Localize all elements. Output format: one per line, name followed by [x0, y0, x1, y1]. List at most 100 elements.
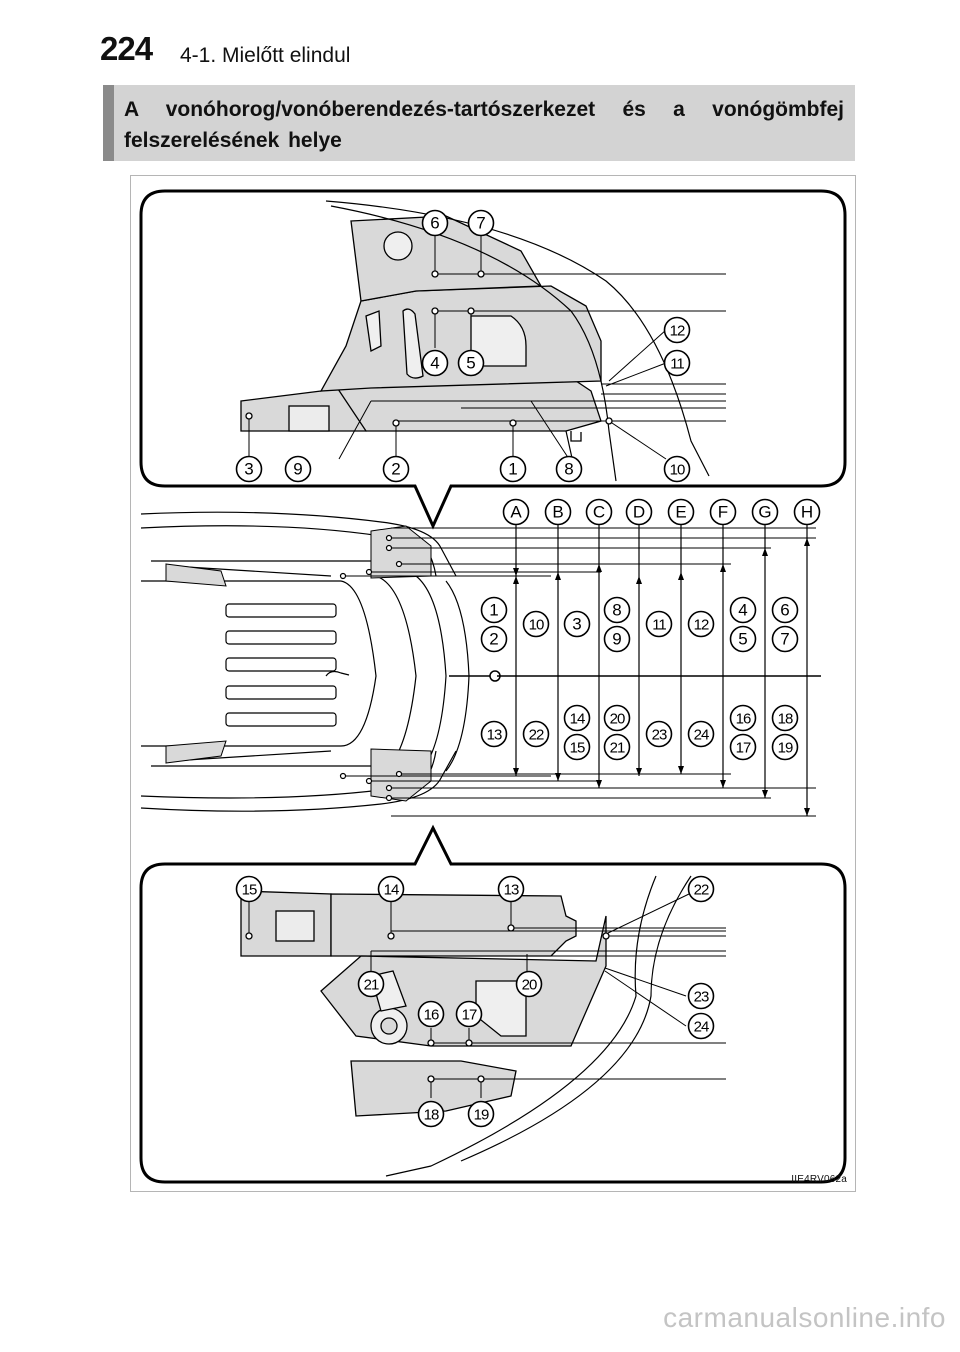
callout-bottom-18: 18: [417, 1100, 445, 1128]
svg-text:8: 8: [612, 601, 621, 620]
vehicle-bolt-points: [339, 534, 403, 802]
svg-text:1: 1: [508, 460, 517, 479]
callout-bottom-19: 19: [467, 1100, 495, 1128]
column-letter-C: C: [585, 498, 613, 526]
svg-text:4: 4: [738, 601, 747, 620]
callout-9: 9: [284, 455, 312, 483]
upper-number-7: 7: [771, 625, 799, 653]
upper-number-11: 11: [645, 610, 673, 638]
svg-text:7: 7: [780, 630, 789, 649]
svg-text:D: D: [633, 503, 645, 522]
callout-10: 10: [663, 455, 691, 483]
callout-1: 1: [499, 455, 527, 483]
svg-text:17: 17: [736, 740, 751, 757]
lower-number-17: 17: [729, 733, 757, 761]
callout-bottom-14: 14: [377, 875, 405, 903]
svg-text:10: 10: [529, 617, 544, 634]
svg-text:19: 19: [778, 740, 793, 757]
svg-text:C: C: [593, 503, 605, 522]
page-number: 224: [100, 30, 153, 67]
lower-number-15: 15: [563, 733, 591, 761]
chapter-title: 4-1. Mielőtt elindul: [180, 44, 351, 67]
svg-text:16: 16: [424, 1007, 439, 1024]
top-leader-lines: [248, 223, 726, 460]
column-letter-F: F: [709, 498, 737, 526]
svg-text:23: 23: [652, 727, 667, 744]
column-letter-H: H: [793, 498, 821, 526]
bottom-bolt-points: [245, 924, 610, 1083]
lower-number-18: 18: [771, 704, 799, 732]
svg-text:23: 23: [694, 989, 709, 1006]
upper-number-6: 6: [771, 596, 799, 624]
svg-text:5: 5: [466, 354, 475, 373]
svg-text:20: 20: [522, 977, 537, 994]
column-letter-B: B: [544, 498, 572, 526]
svg-text:H: H: [801, 503, 813, 522]
lower-number-19: 19: [771, 733, 799, 761]
dimension-arrowheads: [513, 538, 810, 816]
upper-number-4: 4: [729, 596, 757, 624]
column-letter-G: G: [751, 498, 779, 526]
svg-text:22: 22: [694, 882, 709, 899]
svg-text:B: B: [552, 503, 563, 522]
top-bolt-points: [245, 270, 613, 427]
callout-12: 12: [663, 316, 691, 344]
callout-bottom-15: 15: [235, 875, 263, 903]
column-letter-A: A: [502, 498, 530, 526]
column-letter-E: E: [667, 498, 695, 526]
section-heading-box: [103, 85, 855, 161]
column-letter-D: D: [625, 498, 653, 526]
callout-7: 7: [467, 209, 495, 237]
svg-text:9: 9: [612, 630, 621, 649]
lower-number-16: 16: [729, 704, 757, 732]
callout-5: 5: [457, 349, 485, 377]
callout-bottom-16: 16: [417, 1000, 445, 1028]
svg-text:F: F: [718, 503, 728, 522]
callout-11: 11: [663, 349, 691, 377]
svg-text:15: 15: [242, 882, 257, 899]
callout-bottom-22: 22: [687, 875, 715, 903]
callout-3: 3: [235, 455, 263, 483]
bottom-frame-parts: [240, 890, 607, 1117]
svg-text:A: A: [510, 503, 522, 522]
bottom-callouts: 15 14 13 22 21 20 23 16 17 24 18 19: [235, 875, 715, 1128]
svg-text:10: 10: [670, 462, 685, 479]
svg-text:4: 4: [430, 354, 439, 373]
svg-text:12: 12: [694, 617, 709, 634]
callout-bottom-20: 20: [515, 970, 543, 998]
svg-text:3: 3: [572, 615, 581, 634]
upper-number-10: 10: [522, 610, 550, 638]
svg-text:11: 11: [652, 617, 666, 634]
dimension-arrows: [515, 521, 808, 816]
callout-6: 6: [421, 209, 449, 237]
svg-text:24: 24: [694, 1019, 709, 1036]
svg-text:2: 2: [391, 460, 400, 479]
callout-bottom-13: 13: [497, 875, 525, 903]
svg-text:17: 17: [462, 1007, 477, 1024]
upper-number-2: 2: [480, 625, 508, 653]
svg-text:3: 3: [244, 460, 253, 479]
vehicle-frame-ends: [165, 525, 432, 802]
upper-number-8: 8: [603, 596, 631, 624]
svg-text:22: 22: [529, 727, 544, 744]
svg-text:21: 21: [610, 740, 625, 757]
svg-text:18: 18: [778, 711, 793, 728]
svg-text:9: 9: [293, 460, 302, 479]
svg-text:8: 8: [564, 460, 573, 479]
bottom-leader-lines: [248, 893, 726, 1098]
upper-number-1: 1: [480, 596, 508, 624]
upper-number-3: 3: [563, 610, 591, 638]
bottom-body-curves: [385, 875, 692, 1177]
svg-text:1: 1: [489, 601, 498, 620]
watermark: carmanualsonline.info: [663, 1302, 946, 1333]
callout-bottom-24: 24: [687, 1012, 715, 1040]
callout-bottom-21: 21: [357, 970, 385, 998]
upper-number-5: 5: [729, 625, 757, 653]
svg-text:16: 16: [736, 711, 751, 728]
svg-text:E: E: [675, 503, 686, 522]
top-frame-parts: [240, 215, 602, 442]
lower-number-14: 14: [563, 704, 591, 732]
lower-number-21: 21: [603, 733, 631, 761]
